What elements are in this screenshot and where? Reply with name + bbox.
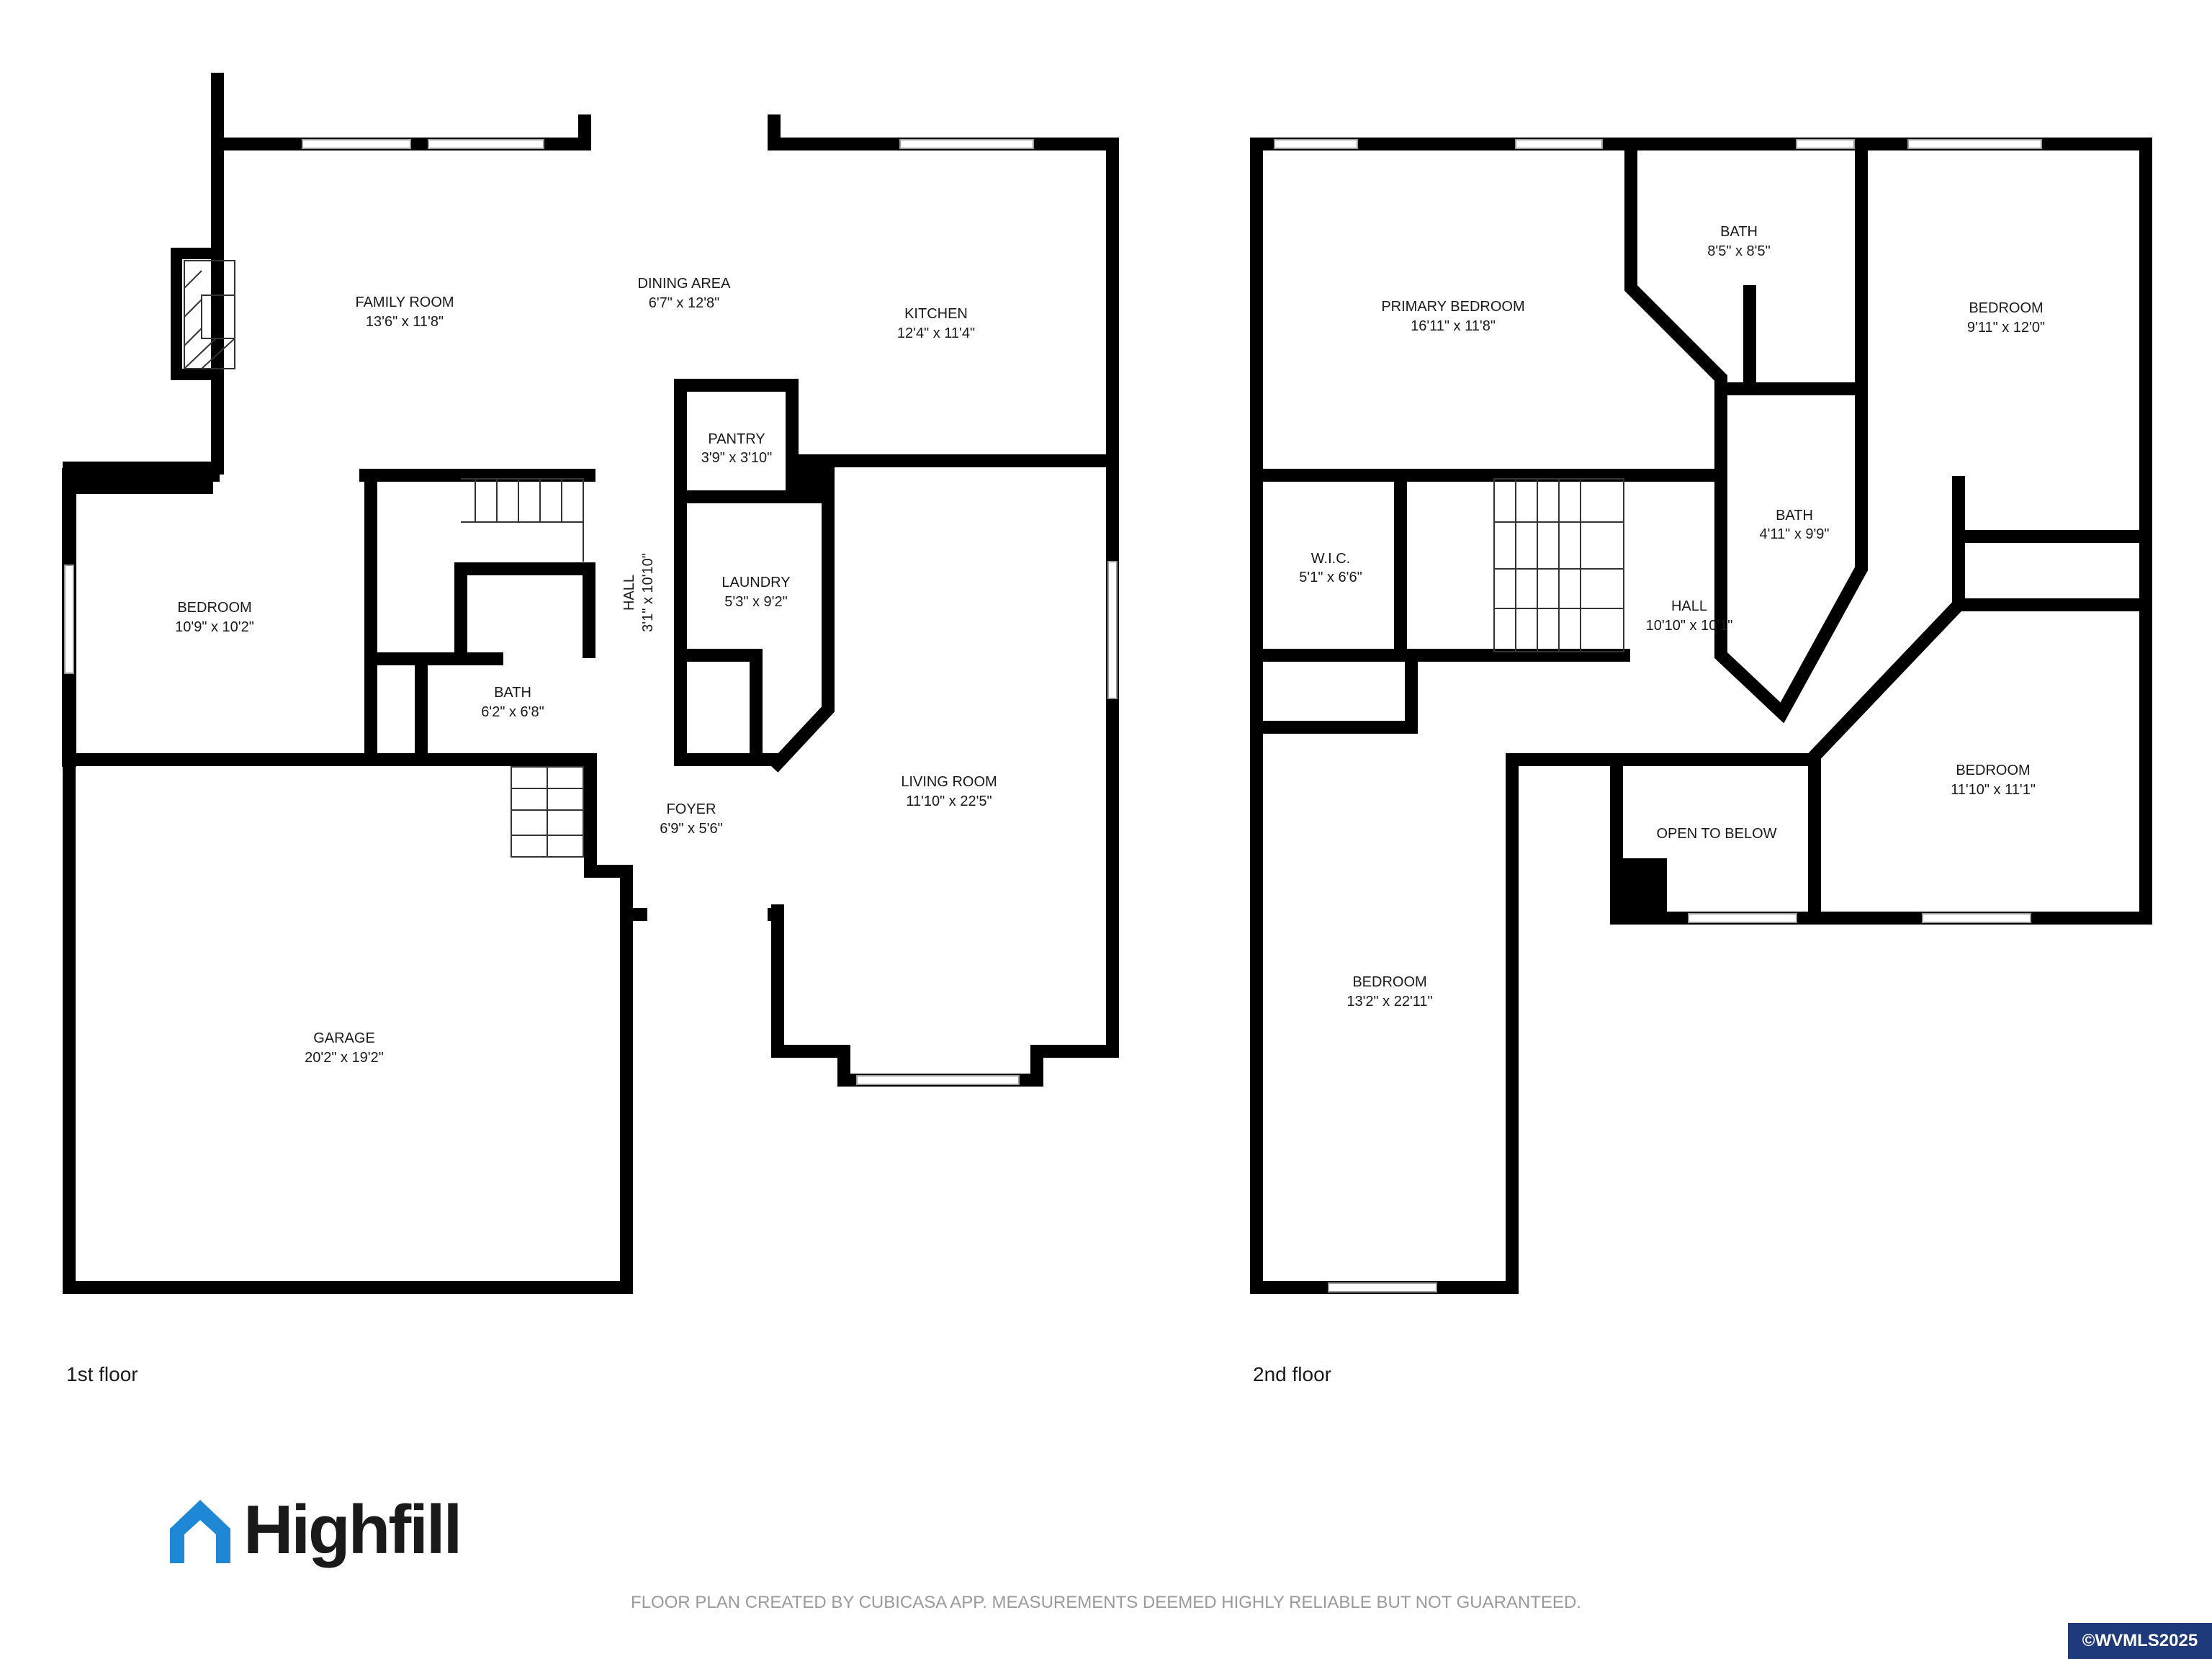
fireplace-insert (201, 295, 235, 339)
stairs-floor1b (511, 766, 584, 858)
fireplace-hatch (184, 270, 235, 369)
floor1-outer-wall-top (211, 114, 1119, 1087)
room-label: BEDROOM (1352, 974, 1426, 990)
window (899, 139, 1034, 149)
floor1-wall (364, 562, 595, 665)
room-label: DINING AREA (638, 276, 732, 292)
window (1907, 139, 2042, 149)
logo-text: Highfill (243, 1491, 462, 1568)
room-label: BATH (1776, 508, 1813, 523)
floor1-wall (584, 753, 647, 921)
room-dims: 5'3" x 9'2" (724, 594, 787, 610)
room-dims: 6'2" x 6'8" (481, 704, 544, 720)
room-label: GARAGE (313, 1030, 375, 1046)
room-label: BATH (494, 685, 531, 701)
room-label: LAUNDRY (721, 575, 790, 590)
stairs-floor1 (461, 478, 584, 562)
window (1515, 139, 1603, 149)
room-label: HALL (621, 575, 637, 611)
room-label: FAMILY ROOM (355, 295, 454, 310)
fireplace (184, 260, 235, 369)
room-label: PRIMARY BEDROOM (1381, 299, 1524, 315)
window (302, 139, 411, 149)
wall-fill (69, 467, 213, 494)
room-label: LIVING ROOM (901, 774, 997, 790)
floor2-wall (1952, 476, 2152, 611)
wall-fill (1617, 858, 1667, 918)
house-icon (170, 1500, 230, 1563)
room-dims: 6'7" x 12'8" (649, 295, 720, 311)
room-dims: 13'6" x 11'8" (366, 314, 444, 330)
room-dims: 10'10" x 10'1" (1646, 618, 1733, 634)
room-dims: 9'11" x 12'0" (1967, 320, 2045, 336)
room-dims: 3'9" x 3'10" (701, 450, 773, 466)
room-dims: 8'5" x 8'5" (1707, 243, 1770, 259)
room-dims: 4'11" x 9'9" (1759, 526, 1829, 542)
floor1-wall (674, 490, 781, 766)
floor1-label: 1st floor (66, 1363, 138, 1385)
room-label: KITCHEN (904, 306, 968, 322)
room-dims: 10'9" x 10'2" (175, 619, 254, 635)
room-label: BATH (1720, 224, 1758, 240)
room-label: HALL (1671, 598, 1707, 614)
room-label: OPEN TO BELOW (1656, 826, 1776, 842)
floor1-fireplace (171, 248, 223, 380)
window (64, 565, 74, 674)
floor1-wall (768, 490, 835, 773)
window (1107, 561, 1118, 699)
window (1688, 913, 1797, 923)
window (428, 139, 544, 149)
window (1796, 139, 1855, 149)
room-label: PANTRY (708, 431, 765, 447)
room-dims: 5'1" x 6'6" (1299, 570, 1362, 585)
wall-fill (792, 461, 828, 500)
stairs-floor2 (1493, 478, 1624, 652)
room-dims: 3'1" x 10'10" (640, 553, 656, 632)
room-dims: 6'9" x 5'6" (660, 821, 722, 837)
window (1328, 1282, 1437, 1292)
room-label: BEDROOM (177, 600, 251, 616)
floor2-label: 2nd floor (1253, 1363, 1331, 1385)
room-label: BEDROOM (1969, 300, 2043, 316)
highfill-logo: Highfill (164, 1491, 462, 1570)
disclaimer: FLOOR PLAN CREATED BY CUBICASA APP. MEAS… (631, 1593, 1581, 1612)
room-dims: 20'2" x 19'2" (305, 1050, 384, 1066)
room-dims: 11'10" x 22'5" (906, 793, 992, 809)
room-label: W.I.C. (1311, 551, 1350, 567)
room-dims: 11'10" x 11'1" (1951, 782, 2036, 798)
window (1274, 139, 1358, 149)
room-label: BEDROOM (1956, 763, 2030, 778)
room-dims: 13'2" x 22'11" (1346, 994, 1432, 1010)
floor2-wall (1250, 649, 1418, 734)
floor1-outer-wall (63, 73, 633, 1294)
copyright-badge: ©WVMLS2025 (2068, 1623, 2212, 1659)
window (856, 1075, 1020, 1085)
room-label: FOYER (667, 801, 716, 817)
room-dims: 16'11" x 11'8" (1411, 318, 1496, 334)
window (1922, 913, 2031, 923)
floor2-wall (1808, 595, 1968, 925)
room-dims: 12'4" x 11'4" (897, 325, 975, 341)
